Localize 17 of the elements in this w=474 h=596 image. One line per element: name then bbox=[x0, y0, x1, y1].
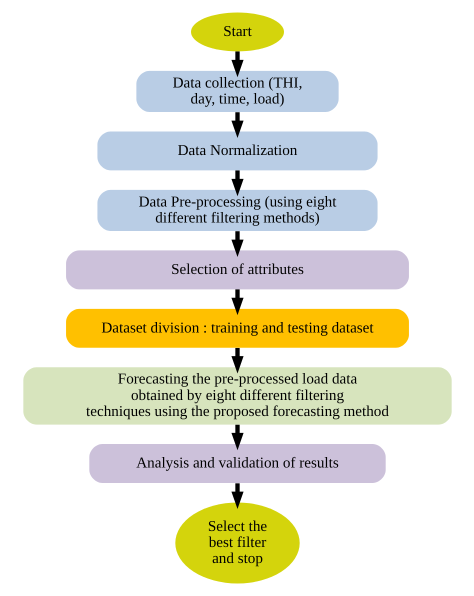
arrow bbox=[230, 231, 244, 257]
arrow bbox=[230, 112, 244, 138]
node-box: Analysis and validation of results bbox=[88, 444, 386, 483]
arrow bbox=[230, 348, 244, 374]
node-box: Forecasting the pre-processed load data obtained by eight different filtering techniques using the proposed forecasting method bbox=[22, 367, 452, 425]
arrow bbox=[230, 424, 244, 450]
arrow bbox=[230, 483, 244, 509]
node-box: Data Pre-processing (using eight different filtering methods) bbox=[96, 190, 378, 231]
node-ellipse: Select the best filter and stop bbox=[174, 502, 300, 584]
arrow bbox=[230, 289, 244, 316]
node-box: Dataset division : training and testing dataset bbox=[66, 308, 408, 348]
arrow bbox=[230, 51, 244, 78]
arrow bbox=[230, 170, 244, 196]
node-ellipse: Start bbox=[190, 12, 284, 52]
node-box: Selection of attributes bbox=[66, 250, 408, 290]
node-box: Data Normalization bbox=[96, 131, 378, 170]
node-box: Data collection (THI, day, time, load) bbox=[136, 70, 338, 112]
